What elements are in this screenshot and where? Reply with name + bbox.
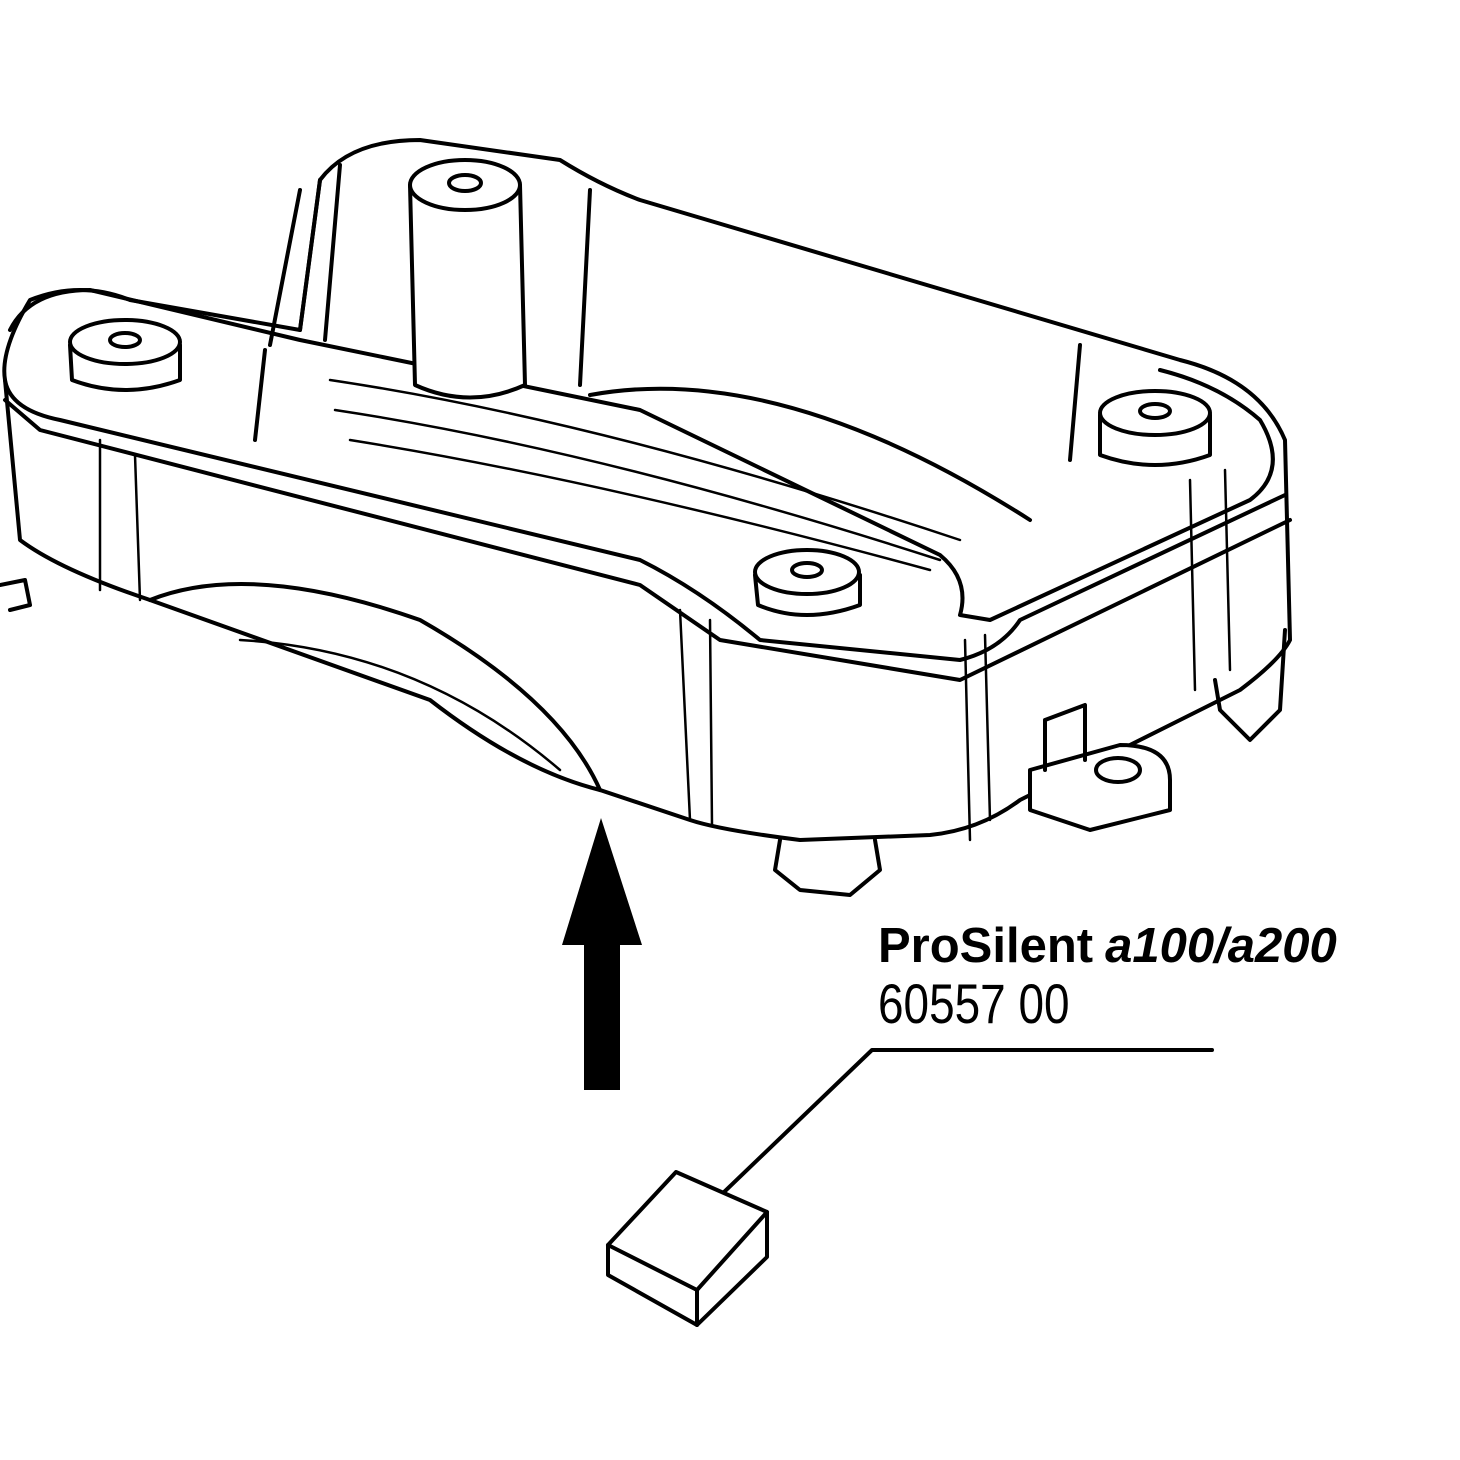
leader-line <box>695 1048 1214 1220</box>
product-name: ProSilent <box>878 919 1094 973</box>
foam-pad-part <box>606 1170 769 1327</box>
pump-housing <box>0 138 1292 897</box>
part-number: 60557 00 <box>878 972 1070 1035</box>
up-arrow-icon <box>562 818 642 1090</box>
model-name: a100/a200 <box>1105 919 1337 973</box>
